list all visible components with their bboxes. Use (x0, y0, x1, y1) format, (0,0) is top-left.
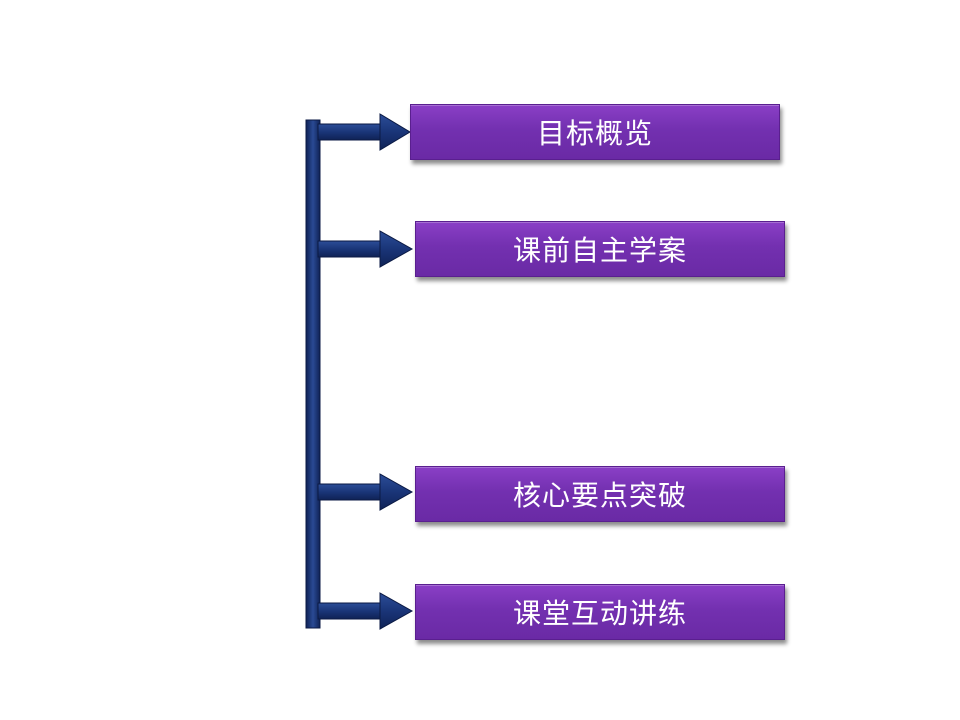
vertical-connector-bar (305, 119, 321, 629)
arrow-4 (317, 592, 414, 630)
arrow-1 (317, 113, 411, 151)
nav-box-label: 课堂互动讲练 (512, 597, 687, 630)
nav-box-label: 核心要点突破 (512, 479, 687, 512)
nav-box-label: 课前自主学案 (512, 234, 687, 267)
nav-box-label: 目标概览 (536, 117, 653, 150)
nav-box-pre-class-study[interactable]: 课前自主学案 (415, 221, 785, 277)
nav-box-overview[interactable]: 目标概览 (410, 104, 780, 160)
arrow-3 (317, 473, 414, 511)
nav-box-classroom-practice[interactable]: 课堂互动讲练 (415, 584, 785, 640)
nav-box-key-points[interactable]: 核心要点突破 (415, 466, 785, 522)
arrow-2 (317, 230, 414, 268)
